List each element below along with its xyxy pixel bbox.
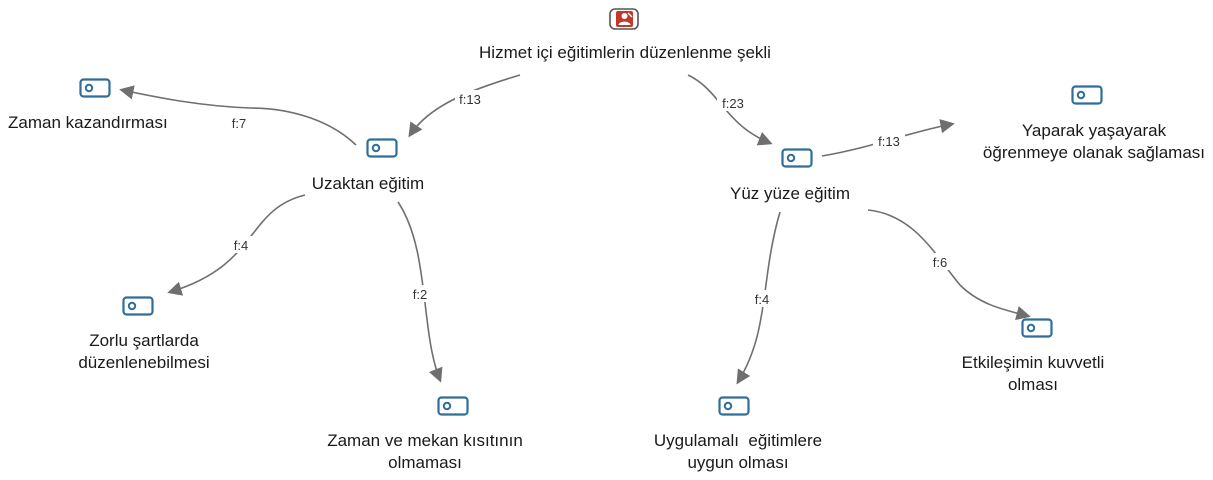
svg-text:f:13: f:13 (878, 134, 900, 149)
svg-text:f:23: f:23 (722, 96, 744, 111)
code-icon (781, 148, 813, 168)
svg-text:f:4: f:4 (755, 292, 769, 307)
edge-label-yuzyuze-yaparak: f:13 (873, 132, 905, 149)
edge-label-uzaktan-zaman: f:7 (227, 114, 251, 131)
node-yaparak-yasayarak: Yaparak yaşayarak öğrenmeye olanak sağla… (983, 120, 1205, 164)
code-icon (366, 138, 398, 158)
node-uzaktan-egitim: Uzaktan eğitim (311, 174, 425, 193)
edge-uzaktan-zaman (119, 85, 357, 146)
edge-root-uzaktan (408, 74, 521, 138)
node-zorlu-sartlarda: Zorlu şartlarda düzenlenebilmesi (78, 330, 209, 374)
root-node-label: Hizmet içi eğitimlerin düzenlenme şekli (479, 43, 771, 62)
node-uygulamali-line2: uygun olması (687, 453, 789, 472)
code-icon (718, 396, 750, 416)
svg-text:f:13: f:13 (459, 92, 481, 107)
code-icon (1021, 318, 1053, 338)
node-uygulamali-line1: Uygulamalı eğitimlere (653, 431, 823, 450)
node-etkilesim-line2: olması (1007, 375, 1059, 394)
node-yuz-yuze-egitim: Yüz yüze eğitim (730, 184, 850, 203)
node-mekan-line2: olmaması (388, 453, 462, 472)
node-yaparak-line1: Yaparak yaşayarak (1021, 121, 1167, 140)
document-person-icon (609, 8, 639, 30)
node-etkilesim-line1: Etkileşimin kuvvetli (961, 353, 1105, 372)
node-uygulamali: Uygulamalı eğitimlere uygun olması (654, 430, 822, 474)
svg-text:f:4: f:4 (234, 238, 248, 253)
code-icon (437, 396, 469, 416)
node-yaparak-line2: öğrenmeye olanak sağlaması (982, 143, 1205, 162)
edge-label-root-yuzyuze: f:23 (717, 94, 749, 111)
node-mekan-line1: Zaman ve mekan kısıtının (327, 431, 523, 450)
code-icon (1071, 85, 1103, 105)
svg-text:f:7: f:7 (232, 116, 246, 131)
svg-text:f:2: f:2 (413, 287, 427, 302)
edge-label-uzaktan-zorlu: f:4 (229, 236, 253, 253)
node-zaman-kazandirmasi: Zaman kazandırması (8, 113, 168, 132)
node-zorlu-line1: Zorlu şartlarda (89, 331, 199, 350)
node-etkilesim: Etkileşimin kuvvetli olması (962, 352, 1105, 396)
edge-label-yuzyuze-etkilesim: f:6 (928, 253, 952, 270)
svg-text:f:6: f:6 (933, 255, 947, 270)
edge-label-yuzyuze-uygulamali: f:4 (750, 290, 774, 307)
node-zorlu-line2: düzenlenebilmesi (78, 353, 210, 372)
code-icon (122, 296, 154, 316)
code-icon (79, 78, 111, 98)
node-zaman-ve-mekan: Zaman ve mekan kısıtının olmaması (327, 430, 523, 474)
edge-label-root-uzaktan: f:13 (455, 90, 485, 107)
edge-label-uzaktan-mekan: f:2 (408, 285, 432, 302)
edge-yuzyuze-etkilesim (867, 209, 1031, 321)
